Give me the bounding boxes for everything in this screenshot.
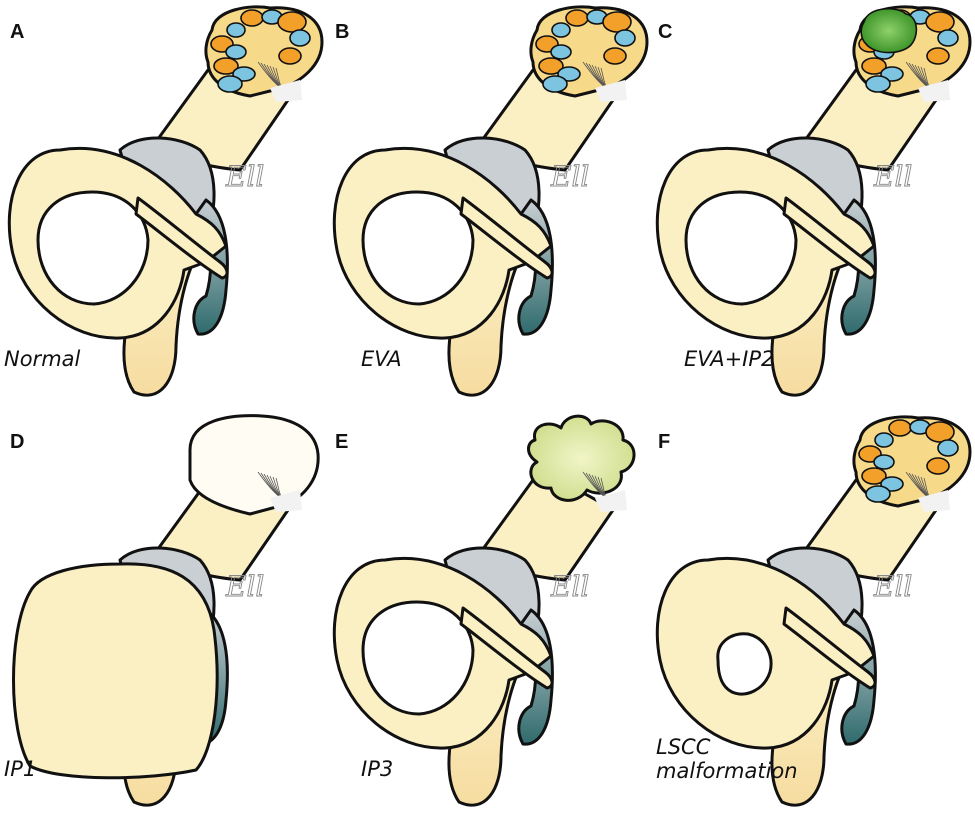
nerve-fibers (257, 61, 302, 102)
panel-caption: EVA (361, 347, 402, 371)
scala-orange (925, 11, 955, 33)
cochlea (852, 5, 972, 102)
cochlea (188, 414, 320, 516)
scala-orange (213, 57, 239, 75)
scala-orange (603, 47, 627, 65)
superior-canal (782, 606, 877, 690)
ip3-cochlea (527, 414, 636, 502)
artist-signature: Ell (225, 570, 264, 603)
scala-orange (565, 9, 589, 27)
scala-orange (277, 11, 307, 33)
panel-letter: D (10, 431, 24, 453)
panel-letter: B (335, 21, 349, 43)
cochlea (204, 5, 324, 102)
canal-lumen (684, 190, 798, 306)
scala-blue (873, 454, 895, 470)
panel-d: Ell D IP1 (4, 414, 320, 807)
canal-lumen (361, 600, 475, 716)
panel-letter: C (658, 21, 672, 43)
panel-a: Ell A Normal (4, 5, 324, 397)
canal-lumen (361, 190, 475, 306)
cochlea (852, 415, 972, 512)
superior-canal (459, 606, 554, 690)
superior-canal (782, 196, 877, 280)
artist-signature: Ell (550, 570, 589, 603)
cochlea (529, 5, 649, 102)
cystic-cochlea (188, 414, 320, 516)
scala-blue (865, 485, 891, 503)
scala-orange (926, 47, 950, 65)
panel-caption: LSCC (656, 735, 711, 759)
panel-letter: A (10, 21, 24, 43)
panel-caption: IP3 (361, 757, 393, 781)
scala-orange (925, 421, 955, 443)
panel-b: Ell B EVA (332, 5, 649, 397)
nerve-fibers (257, 471, 302, 512)
scala-orange (861, 467, 887, 485)
panel-c: Ell C EVA+IP2 (655, 5, 972, 397)
canal-lumen (716, 632, 773, 696)
superior-canal (459, 196, 554, 280)
nerve-fibers (905, 471, 950, 512)
nerve-fibers (582, 471, 627, 512)
panel-caption: EVA+IP2 (684, 347, 774, 371)
artist-signature: Ell (225, 160, 264, 193)
panel-caption: Normal (4, 347, 81, 371)
nerve-fibers (905, 61, 950, 102)
scala-orange (861, 57, 887, 75)
scala-orange (240, 9, 264, 27)
scala-blue (217, 75, 243, 93)
scala-blue (937, 439, 959, 457)
scala-blue (226, 22, 246, 38)
scala-blue (614, 29, 636, 47)
scala-blue (225, 44, 247, 60)
cochlea (527, 414, 636, 512)
scala-orange (926, 457, 950, 475)
panel-letter: F (658, 431, 670, 453)
scala-blue (865, 75, 891, 93)
nerve-fibers (582, 61, 627, 102)
scala-blue (551, 22, 571, 38)
panel-caption: IP1 (4, 757, 36, 781)
scala-orange (602, 11, 632, 33)
superior-canal (134, 196, 229, 280)
panel-e: Ell E IP3 (332, 414, 636, 807)
common-cavity (12, 562, 219, 780)
scala-blue (874, 432, 894, 448)
scala-blue (937, 29, 959, 47)
canal-lumen (36, 190, 150, 306)
scala-orange (888, 419, 912, 437)
artist-signature: Ell (873, 570, 912, 603)
scala-orange (538, 57, 564, 75)
artist-signature: Ell (550, 160, 589, 193)
scala-blue (550, 44, 572, 60)
fused-apex (860, 7, 918, 54)
panel-caption-line2: malformation (656, 759, 798, 783)
scala-orange (278, 47, 302, 65)
artist-signature: Ell (873, 160, 912, 193)
scala-blue (289, 29, 311, 47)
scala-blue (542, 75, 568, 93)
panel-letter: E (335, 431, 348, 453)
